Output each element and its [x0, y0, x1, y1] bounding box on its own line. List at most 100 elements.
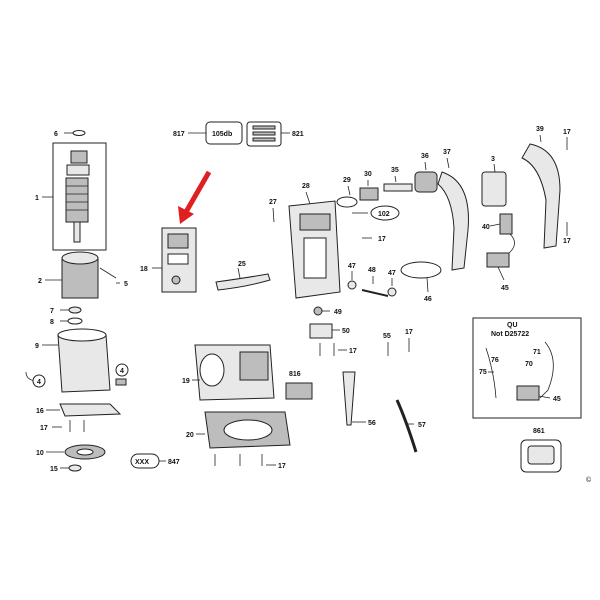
label-40: 40 — [482, 224, 490, 231]
part-29-sleeve: 29 — [336, 177, 358, 208]
part-19-gear-housing: 19 — [182, 344, 275, 401]
copyright-mark: © — [586, 476, 592, 484]
label-102: 102 — [378, 211, 390, 218]
label-xxx: XXX — [135, 459, 149, 466]
label-47-left: 47 — [348, 263, 356, 270]
label-76: 76 — [491, 357, 499, 364]
part-48-bolt: 48 — [361, 267, 389, 297]
part-45-inset-switch: 45 — [516, 385, 561, 403]
label-7: 7 — [50, 308, 54, 315]
label-39: 39 — [536, 126, 544, 133]
part-35-spring: 35 — [383, 167, 413, 192]
label-25: 25 — [238, 261, 246, 268]
label-46: 46 — [424, 296, 432, 303]
label-17-mid: 17 — [378, 236, 386, 243]
label-17-left: 17 — [40, 425, 48, 432]
label-36: 36 — [421, 153, 429, 160]
part-102-tag: 102 — [352, 205, 400, 221]
part-15-nut: 15 — [50, 464, 82, 473]
part-40-wiring: 40 — [482, 213, 515, 255]
part-9-motor-housing: 9 — [35, 328, 111, 393]
part-45-trigger-switch: 45 — [486, 252, 510, 292]
label-70: 70 — [525, 361, 533, 368]
part-847-label: XXX 847 — [130, 453, 180, 469]
part-39-rear-handle: 39 — [521, 126, 561, 249]
label-18: 18 — [140, 266, 148, 273]
label-55: 55 — [383, 333, 391, 340]
part-37-side-handle: 37 — [437, 149, 469, 271]
label-17-55: 17 — [405, 329, 413, 336]
part-816-sticker: 816 — [285, 371, 313, 400]
part-7-bearing: 7 — [50, 306, 82, 315]
label-71: 71 — [533, 349, 541, 356]
label-47-right: 47 — [388, 270, 396, 277]
part-76-cable: 76 — [485, 347, 499, 399]
part-17-screws-left: 17 — [40, 420, 85, 432]
inset-title: QU — [507, 322, 518, 329]
part-25-bracket: 25 — [215, 261, 271, 291]
part-27-screw: 27 — [269, 199, 277, 223]
label-15: 15 — [50, 466, 58, 473]
part-70-71-wires: 70 71 — [525, 341, 554, 399]
label-6: 6 — [54, 131, 58, 138]
label-4-right: 4 — [120, 368, 124, 375]
part-47-nuts: 47 47 — [347, 263, 397, 297]
part-16-brush-plate: 16 — [36, 403, 122, 417]
label-816: 816 — [289, 371, 301, 378]
part-50-lever: 50 — [309, 323, 350, 339]
part-17-screw-mid: 17 — [362, 236, 386, 243]
label-8: 8 — [50, 319, 54, 326]
label-28: 28 — [302, 183, 310, 190]
label-19: 19 — [182, 378, 190, 385]
label-48: 48 — [368, 267, 376, 274]
part-817-decibel-label: 817 105db — [173, 121, 243, 145]
part-8-ring: 8 — [50, 317, 83, 326]
label-35: 35 — [391, 167, 399, 174]
label-16: 16 — [36, 408, 44, 415]
label-27: 27 — [269, 199, 277, 206]
label-57: 57 — [418, 422, 426, 429]
part-56-depth-rod: 56 — [342, 371, 376, 427]
label-821: 821 — [292, 131, 304, 138]
part-20-lower-housing: 20 — [186, 411, 291, 449]
label-3: 3 — [491, 156, 495, 163]
part-2-field-coil: 2 — [38, 251, 99, 299]
label-75: 75 — [479, 369, 487, 376]
inset-qu-box: QU Not D25722 76 75 70 71 45 — [472, 317, 582, 419]
part-4-cable-clip-right: 4 — [115, 363, 129, 386]
part-17-screws-bottom: 17 — [214, 454, 286, 470]
part-3-switch-cover: 3 — [481, 156, 507, 207]
part-57-cable: 57 — [395, 399, 426, 453]
part-49-nut: 49 — [313, 306, 342, 316]
label-1: 1 — [35, 195, 39, 202]
label-30: 30 — [364, 171, 372, 178]
label-5: 5 — [124, 281, 128, 288]
part-17-screw-55: 17 — [405, 329, 413, 352]
part-1-armature: 1 — [35, 142, 107, 251]
label-4-left: 4 — [37, 379, 41, 386]
label-17-center: 17 — [349, 348, 357, 355]
part-861-carry-case: 861 — [520, 428, 562, 473]
label-20: 20 — [186, 432, 194, 439]
label-17-bottom: 17 — [278, 463, 286, 470]
part-55-screw: 55 — [383, 333, 391, 356]
label-49: 49 — [334, 309, 342, 316]
label-17-right-top: 17 — [563, 129, 571, 136]
part-821-info-label: 821 — [246, 121, 304, 147]
part-17-screws-right-top: 17 17 — [563, 129, 571, 245]
label-847: 847 — [168, 459, 180, 466]
part-5-screw: 5 — [99, 267, 128, 288]
inset-subtitle: Not D25722 — [491, 331, 529, 338]
label-17-right-mid: 17 — [563, 238, 571, 245]
label-29: 29 — [343, 177, 351, 184]
label-861: 861 — [533, 428, 545, 435]
label-817: 817 — [173, 131, 185, 138]
label-37: 37 — [443, 149, 451, 156]
label-9: 9 — [35, 343, 39, 350]
label-2: 2 — [38, 278, 42, 285]
part-30-coupling: 30 — [359, 171, 379, 201]
part-6-washer: 6 — [54, 130, 86, 138]
part-18-electronic-module: 18 — [140, 227, 197, 293]
label-45-top: 45 — [501, 285, 509, 292]
